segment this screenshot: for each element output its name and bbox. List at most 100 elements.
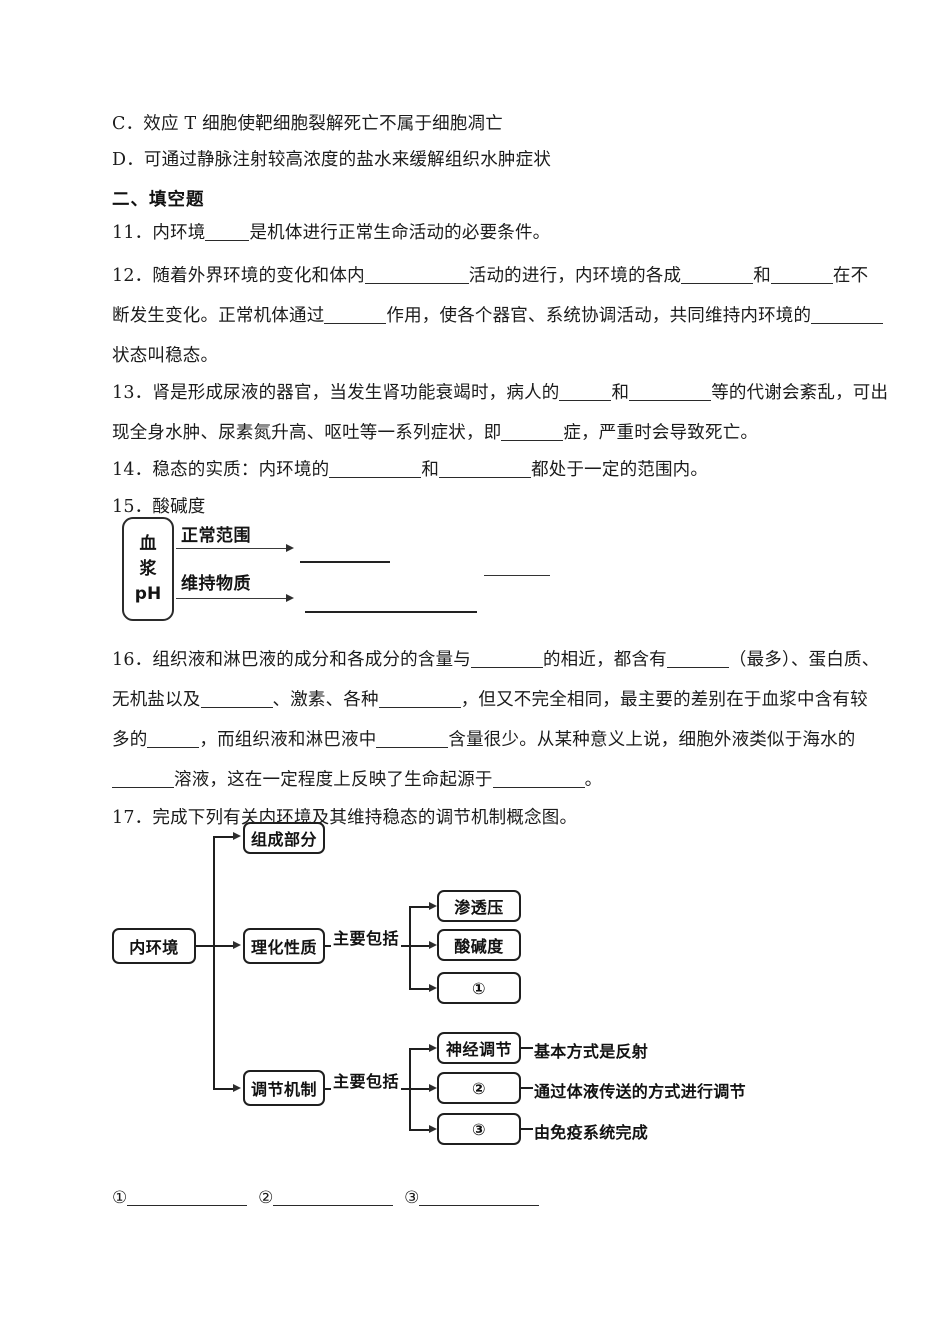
q16-text-4: 无机盐以及 [112,690,201,710]
answer-blank-rule [305,611,477,613]
q13-text-2: 和 [611,383,630,403]
edge-to-regulation-blank-2 [409,1088,431,1090]
edge-properties-fan [409,906,411,990]
edge-root-stem [196,945,214,947]
edge-to-acidity [409,945,431,947]
section-heading: 二、填空题 [112,190,205,210]
answer-blank [324,309,387,324]
arrow-to-regulation-blank-2 [429,1083,437,1092]
answer-mark-2: ② [258,1188,274,1208]
q16-text-2: 的相近，都含有 [542,650,667,670]
q16-text-10: 溶液，这在一定程度上反映了生命起源于 [174,770,493,790]
q12-number: 12． [112,266,153,286]
maintaining-substance-arrow-line [176,598,288,599]
maintaining-substance-label: 维持物质 [181,574,251,594]
q15-number: 15． [112,497,153,517]
answer-blank [329,463,422,478]
q14-text-1: 稳态的实质：内环境的 [152,460,330,480]
answer-blank-rule [300,561,390,563]
q12-text-6: 作用，使各个器官、系统协调活动，共同维持内环境的 [386,306,812,326]
answer-blank [492,773,585,788]
q14-text-3: 都处于一定的范围内。 [531,460,709,480]
edge-to-components [213,836,235,838]
choice-c: C．效应 T 细胞使靶细胞裂解死亡不属于细胞凋亡 [112,114,503,134]
arrow-to-acidity [429,940,437,949]
q12-text-3: 和 [753,266,771,286]
answer-blank [559,386,612,401]
note-humoral-regulation: 通过体液传送的方式进行调节 [534,1082,746,1101]
q16-text-6: ，但又不完全相同，最主要的差别在于血浆中含有较 [460,690,868,710]
q16-text-11: 。 [584,770,603,790]
q16-text-1: 组织液和淋巴液的成分和各成分的含量与 [152,650,471,670]
q16-number: 16． [112,650,153,670]
q13-text-5: 症，严重时会导致死亡。 [563,423,759,443]
answer-blank [811,309,884,324]
question-16-line-3: 多的，而组织液和淋巴液中含量很少。从某种意义上说，细胞外液类似于海水的 [112,728,856,752]
node-physicochemical-properties: 理化性质 [243,928,325,964]
plasma-ph-line-3: pH [134,583,162,604]
normal-range-label: 正常范围 [181,526,251,546]
caption-regulation-includes: 主要包括 [331,1068,402,1092]
answer-blank [470,653,543,668]
arrow-to-property-blank [429,983,437,992]
node-osmotic-pressure: 渗透压 [437,890,521,922]
q16-text-8: ，而组织液和淋巴液中 [199,730,377,750]
edge-to-regulation [213,1088,235,1090]
arrow-to-regulation-blank-3 [429,1124,437,1133]
question-11: 11．内环境是机体进行正常生命活动的必要条件。 [112,221,550,245]
answer-mark-1: ① [112,1188,128,1208]
q13-number: 13． [112,383,153,403]
answer-blank [419,1191,540,1206]
answer-blank [666,653,729,668]
maintaining-substance-arrow-head [286,593,294,602]
edge-trunk [213,836,215,1090]
answer-blank [112,773,174,788]
edge-to-properties [213,945,235,947]
answer-line-row: ① ② ③ [112,1188,540,1208]
edge-to-osmotic [409,906,431,908]
q12-text-1: 随着外界环境的变化和体内 [152,266,365,286]
q11-text-2: 是机体进行正常生命活动的必要条件。 [249,223,551,243]
question-15: 15．酸碱度 [112,495,205,519]
node-regulation-blank-2: ② [437,1072,521,1104]
answer-blank [770,269,833,284]
question-12-line-3: 状态叫稳态。 [112,346,219,366]
q14-number: 14． [112,460,153,480]
arrow-to-neural [429,1043,437,1052]
q15-title: 酸碱度 [152,497,206,517]
answer-blank [147,733,200,748]
answer-blank-rule [484,575,550,576]
q13-text-4: 现全身水肿、尿素氮升高、呕吐等一系列症状，即 [112,423,502,443]
q12-text-2: 活动的进行，内环境的各成 [468,266,682,286]
normal-range-arrow-head [286,543,294,552]
answer-blank [629,386,712,401]
question-12-line-2: 断发生变化。正常机体通过 作用，使各个器官、系统协调活动，共同维持内环境的 [112,304,884,328]
q12-text-5: 断发生变化。正常机体通过 [112,306,325,326]
answer-mark-3: ③ [404,1188,420,1208]
q16-text-9: 含量很少。从某种意义上说，细胞外液类似于海水的 [448,730,856,750]
q13-text-1: 肾是形成尿液的器官，当发生肾功能衰竭时，病人的 [152,383,560,403]
q17-text: 完成下列有关内环境及其维持稳态的调节机制概念图。 [152,808,578,828]
choice-d: D．可通过静脉注射较高浓度的盐水来缓解组织水肿症状 [112,150,552,170]
arrow-to-osmotic [429,901,437,910]
answer-blank [439,463,532,478]
node-neural-regulation: 神经调节 [437,1032,521,1064]
answer-blank [200,693,273,708]
q17-number: 17． [112,808,153,828]
plasma-ph-line-1: 血 [139,533,157,554]
q12-text-4: 在不 [832,266,869,286]
arrow-to-regulation [233,1083,241,1092]
answer-blank [681,269,754,284]
question-13-line-2: 现全身水肿、尿素氮升高、呕吐等一系列症状，即 症，严重时会导致死亡。 [112,421,758,445]
edge-to-neural [409,1048,431,1050]
node-property-blank-1: ① [437,972,521,1004]
question-16-line-2: 无机盐以及 、激素、各种 ，但又不完全相同，最主要的差别在于血浆中含有较 [112,688,868,712]
arrow-to-properties [233,940,241,949]
answer-blank [205,226,250,241]
answer-blank [378,693,461,708]
q16-text-5: 、激素、各种 [272,690,379,710]
question-14: 14．稳态的实质：内环境的和都处于一定的范围内。 [112,458,708,482]
plasma-ph-line-2: 浆 [139,558,157,579]
note-neural-regulation: 基本方式是反射 [534,1042,649,1061]
